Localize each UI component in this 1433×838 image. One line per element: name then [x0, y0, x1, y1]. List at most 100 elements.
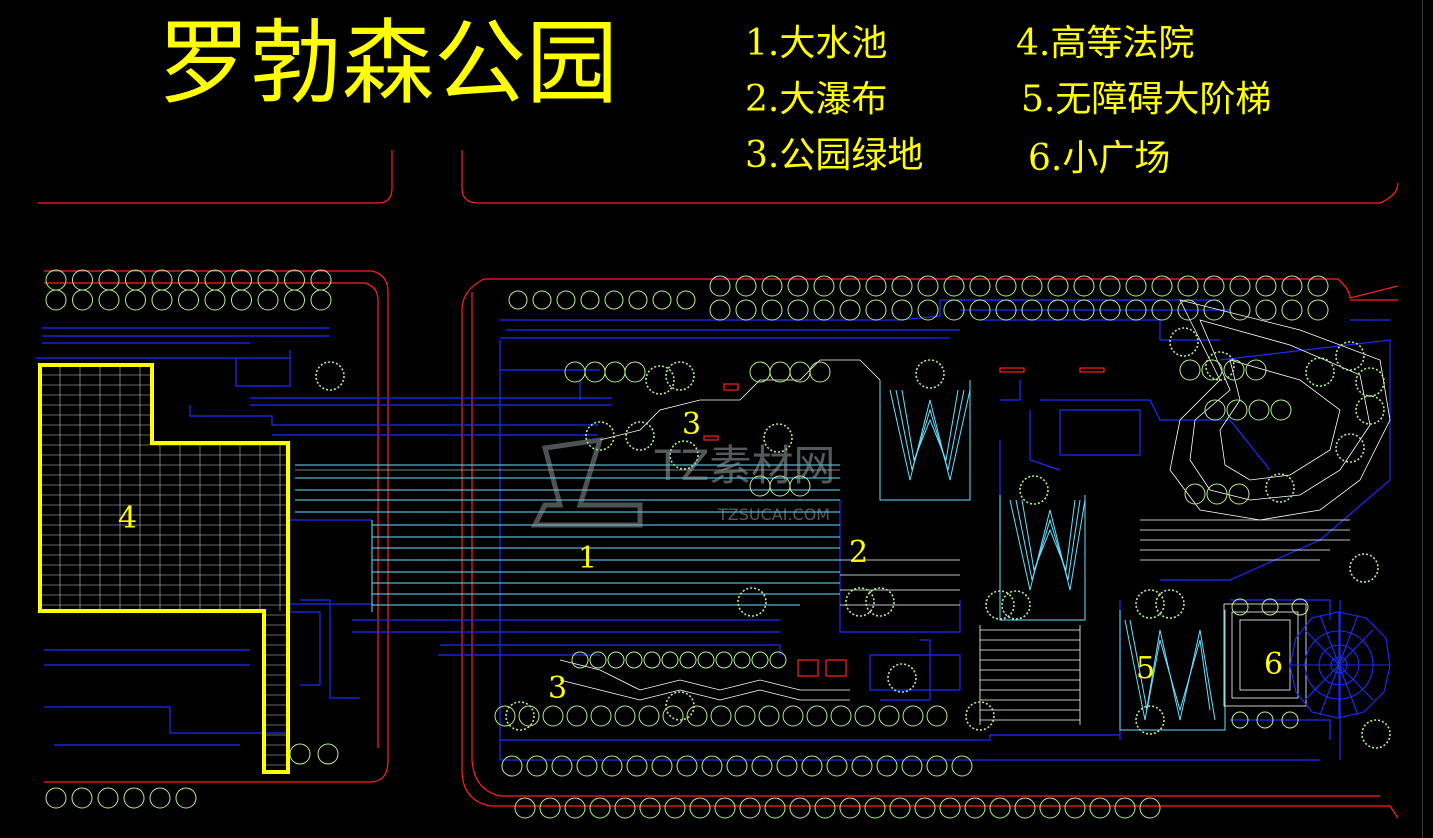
tree-icon [735, 299, 757, 321]
tree-icon [1281, 275, 1303, 297]
tree-icon [1255, 299, 1277, 321]
vertical-scrollbar[interactable] [1422, 0, 1433, 838]
tree-icon [1021, 275, 1043, 297]
tree-icon [1355, 395, 1385, 425]
tree-icon [1206, 483, 1228, 505]
tree-icon [1019, 475, 1049, 505]
tree-icon [1001, 590, 1031, 620]
tree-icon [310, 269, 332, 291]
tree-icon [995, 299, 1017, 321]
tree-icon [764, 797, 786, 819]
tree-icon [1203, 299, 1225, 321]
tree-icon [787, 299, 809, 321]
legend-item-5: 5.无障碍大阶梯 [1021, 79, 1271, 120]
tree-icon [284, 269, 305, 291]
tree-icon [315, 361, 345, 391]
tree-icon [926, 705, 948, 727]
tree-icon [751, 755, 773, 777]
tree-icon [1179, 359, 1201, 381]
tree-icon [1307, 275, 1329, 297]
tree-icon [607, 651, 625, 669]
tree-icon [1064, 797, 1086, 819]
tree-icon [782, 705, 804, 727]
waterfall-channels [879, 380, 1226, 731]
tree-icon [1114, 797, 1136, 819]
tree-icon [539, 797, 561, 819]
tree-icon [751, 651, 769, 669]
tree-icon [1073, 275, 1095, 297]
tree-icon [901, 755, 923, 777]
tree-icon [737, 587, 767, 617]
watermark-sub: TZSUCAI.COM [717, 505, 830, 524]
tree-icon [1125, 299, 1147, 321]
tree-icon [1355, 367, 1385, 397]
tree-icon [1335, 433, 1365, 463]
tree-icon [45, 787, 67, 809]
tree-icon [1089, 797, 1111, 819]
tree-icon [1169, 327, 1199, 357]
tree-icon [789, 797, 811, 819]
tree-icon [45, 289, 67, 311]
tree-icon [576, 755, 598, 777]
structure-lines [36, 299, 1391, 761]
tree-icon [964, 797, 986, 819]
tree-icon [1229, 275, 1251, 297]
tree-icon [789, 361, 811, 383]
tree-icon [1231, 711, 1249, 729]
tree-icon [505, 701, 535, 731]
tree-icon [72, 289, 93, 311]
tree-icon [551, 755, 573, 777]
tree-icon [604, 290, 624, 310]
tree-icon [638, 705, 660, 727]
tree-icon [532, 290, 552, 310]
tree-icon [662, 705, 684, 727]
tree-icon [204, 269, 226, 291]
tree-icon [887, 663, 917, 693]
tree-icon [915, 359, 945, 389]
tree-icon [876, 755, 898, 777]
tree-icon [257, 269, 279, 291]
tree-icon [1047, 275, 1069, 297]
tree-icon [939, 797, 961, 819]
tree-icon [865, 299, 887, 321]
legend-item-1: 1.大水池 [745, 23, 887, 64]
tree-icon [1349, 553, 1379, 583]
tree-icon [710, 705, 732, 727]
zone-label-pool: 1 [578, 541, 597, 576]
tree-icon [709, 299, 731, 321]
zone-label-plaza: 6 [1264, 647, 1283, 682]
tree-icon [1135, 705, 1165, 735]
watermark-logo-icon [530, 436, 643, 528]
tree-icon [814, 797, 836, 819]
tree-icon [851, 755, 873, 777]
zone-label-waterfall: 2 [849, 535, 868, 570]
tree-icon [1151, 275, 1173, 297]
tree-icon [1261, 598, 1279, 616]
legend-item-4: 4.高等法院 [1016, 23, 1194, 64]
tree-icon [679, 651, 697, 669]
tree-icon [1291, 598, 1309, 616]
tree-icon [943, 275, 965, 297]
tree-icon [1039, 797, 1061, 819]
tree-icon [589, 651, 607, 669]
tree-icon [625, 651, 643, 669]
tree-icon [614, 705, 636, 727]
zone-label-stairs: 5 [1136, 651, 1155, 686]
plaza-rosette [1289, 611, 1391, 719]
tree-icon [125, 269, 146, 291]
tree-icon [989, 797, 1011, 819]
tree-icon [151, 289, 173, 311]
courthouse-grid [40, 365, 288, 766]
tree-icon [1245, 359, 1267, 381]
tree-icon [1305, 357, 1335, 387]
courthouse-outline [38, 363, 290, 774]
tree-icon [123, 787, 145, 809]
tree-icon [1047, 299, 1069, 321]
tree-icon [951, 755, 973, 777]
tree-icon [542, 705, 564, 727]
red-features [703, 367, 1105, 677]
tree-icon [1125, 275, 1147, 297]
tree-icon [1270, 399, 1292, 421]
tree-icon [1151, 299, 1173, 321]
tree-icon [501, 755, 523, 777]
